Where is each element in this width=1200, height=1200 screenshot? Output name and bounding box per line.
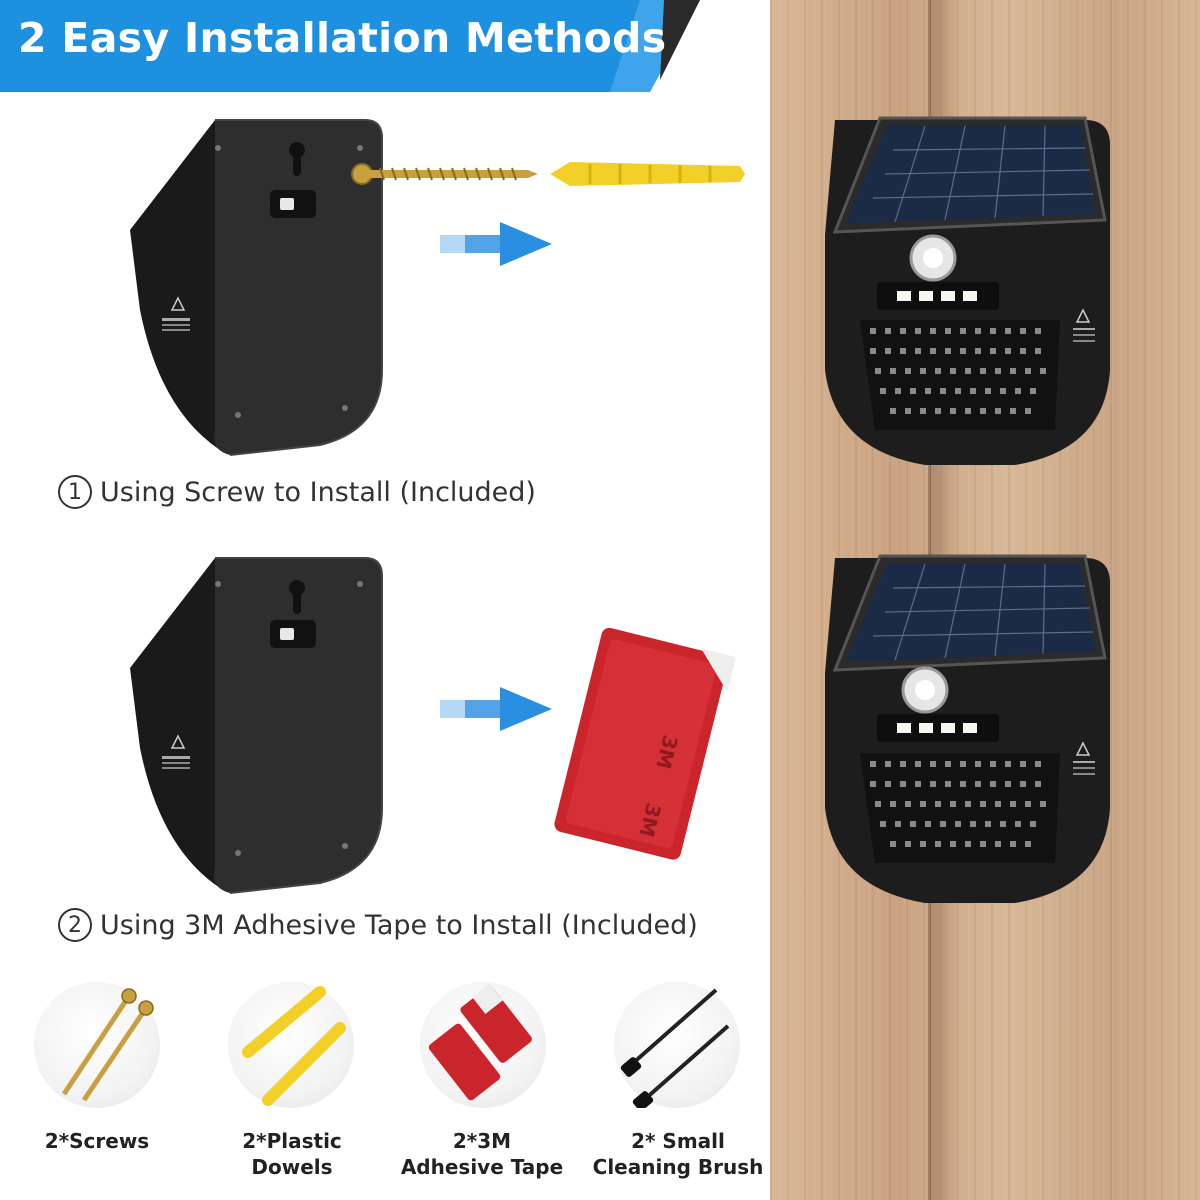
title-banner <box>0 0 700 92</box>
screws-icon <box>61 988 154 1102</box>
mounted-solar-light-bottom <box>825 554 1110 903</box>
dowels-item <box>228 982 354 1108</box>
method-1-caption: 1 Using Screw to Install (Included) <box>58 475 536 509</box>
arrow-right-icon <box>440 222 552 266</box>
tape-icon <box>428 983 532 1101</box>
method-2-caption: 2 Using 3M Adhesive Tape to Install (Inc… <box>58 908 698 942</box>
tape-item <box>420 982 546 1108</box>
brush-item <box>614 982 740 1111</box>
dowels-icon <box>242 986 346 1106</box>
device-back-with-tape: 3M 3M <box>130 557 736 894</box>
screws-item <box>34 982 160 1108</box>
tape-label: 2*3M Adhesive Tape <box>400 1129 564 1179</box>
method-2-text: Using 3M Adhesive Tape to Install (Inclu… <box>100 909 698 941</box>
step-number-1: 1 <box>58 475 92 509</box>
screws-label: 2*Screws <box>44 1129 150 1153</box>
brush-label: 2* Small Cleaning Brush <box>592 1129 764 1179</box>
dowels-label: 2*Plastic Dowels <box>242 1129 342 1179</box>
page-title: 2 Easy Installation Methods <box>18 14 667 62</box>
method-1-text: Using Screw to Install (Included) <box>100 476 536 508</box>
device-back-with-screw <box>130 119 745 456</box>
brush-icon <box>620 988 730 1111</box>
step-number-2: 2 <box>58 908 92 942</box>
arrow-right-icon <box>440 687 552 731</box>
mounted-solar-light-top <box>825 116 1110 465</box>
